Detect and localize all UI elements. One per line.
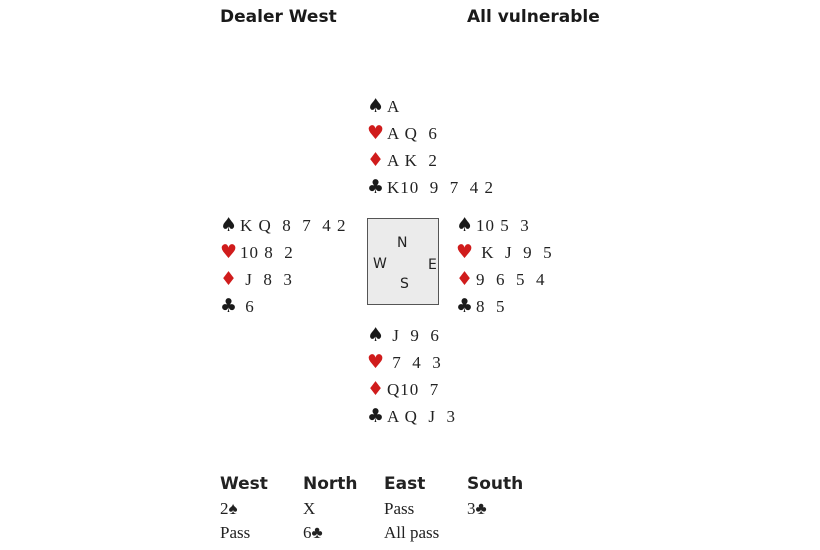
auction-header: East	[384, 474, 426, 494]
north-hearts-cards: A Q 6	[387, 124, 438, 143]
east-diamonds-cards: 9 6 5 4	[476, 270, 546, 289]
east-diamonds-row: ♦9 6 5 4	[456, 266, 553, 293]
club-suit-icon: ♣	[220, 295, 239, 317]
auction-bid: Pass	[384, 499, 415, 518]
south-clubs-cards: A Q J 3	[387, 407, 456, 426]
north-diamonds-cards: A K 2	[387, 151, 438, 170]
compass-box: N W E S	[367, 218, 439, 305]
club-suit-icon: ♣	[367, 405, 386, 427]
north-spades-row: ♠A	[367, 93, 494, 120]
south-diamonds-row: ♦Q10 7	[367, 376, 456, 403]
east-spades-row: ♠10 5 3	[456, 212, 553, 239]
south-diamonds-cards: Q10 7	[387, 380, 440, 399]
hand-north: ♠A♥A Q 6♦A K 2♣K10 9 7 4 2	[367, 93, 494, 201]
auction-bid: All pass	[384, 523, 440, 542]
auction-bid: X	[303, 499, 316, 518]
auction-header: West	[220, 474, 268, 494]
diamond-suit-icon: ♦	[367, 149, 386, 171]
west-hearts-cards: 10 8 2	[240, 243, 294, 262]
east-spades-cards: 10 5 3	[476, 216, 530, 235]
north-clubs-row: ♣K10 9 7 4 2	[367, 174, 494, 201]
compass-south: S	[400, 276, 409, 292]
north-spades-cards: A	[387, 97, 401, 116]
east-clubs-row: ♣8 5	[456, 293, 553, 320]
south-clubs-row: ♣A Q J 3	[367, 403, 456, 430]
south-hearts-row: ♥ 7 4 3	[367, 349, 456, 376]
diamond-suit-icon: ♦	[220, 268, 239, 290]
compass-north: N	[397, 235, 408, 251]
auction-header: South	[467, 474, 524, 494]
hand-east: ♠10 5 3♥ K J 9 5♦9 6 5 4♣8 5	[456, 212, 553, 320]
auction-bid: 2♠	[220, 499, 238, 518]
north-clubs-cards: K10 9 7 4 2	[387, 178, 495, 197]
auction-column-south: South 3♣	[467, 472, 549, 521]
heart-suit-icon: ♥	[367, 122, 386, 144]
spade-suit-icon: ♠	[367, 324, 386, 346]
club-suit-icon: ♣	[367, 176, 386, 198]
diamond-suit-icon: ♦	[456, 268, 475, 290]
heart-suit-icon: ♥	[456, 241, 475, 263]
hand-west: ♠K Q 8 7 4 2♥10 8 2♦ J 8 3♣ 6	[220, 212, 347, 320]
west-spades-cards: K Q 8 7 4 2	[240, 216, 347, 235]
spade-suit-icon: ♠	[456, 214, 475, 236]
west-clubs-row: ♣ 6	[220, 293, 347, 320]
east-hearts-cards: K J 9 5	[476, 243, 553, 262]
east-hearts-row: ♥ K J 9 5	[456, 239, 553, 266]
east-clubs-cards: 8 5	[476, 297, 506, 316]
heart-suit-icon: ♥	[220, 241, 239, 263]
compass-east: E	[428, 257, 437, 273]
south-spades-row: ♠ J 9 6	[367, 322, 456, 349]
west-spades-row: ♠K Q 8 7 4 2	[220, 212, 347, 239]
spade-suit-icon: ♠	[367, 95, 386, 117]
spade-suit-icon: ♠	[220, 214, 239, 236]
auction-bid: 6♣	[303, 523, 323, 542]
vulnerability-label: All vulnerable	[467, 7, 600, 27]
west-hearts-row: ♥10 8 2	[220, 239, 347, 266]
compass-west: W	[373, 256, 387, 272]
diamond-suit-icon: ♦	[367, 378, 386, 400]
club-suit-icon: ♣	[456, 295, 475, 317]
auction-bid: 3♣	[467, 499, 487, 518]
auction-bid: Pass	[220, 523, 251, 542]
west-clubs-cards: 6	[240, 297, 255, 316]
heart-suit-icon: ♥	[367, 351, 386, 373]
auction-column-west: West 2♠ Pass	[220, 472, 302, 545]
south-hearts-cards: 7 4 3	[387, 353, 442, 372]
hand-south: ♠ J 9 6♥ 7 4 3♦Q10 7♣A Q J 3	[367, 322, 456, 430]
auction-header: North	[303, 474, 358, 494]
west-diamonds-cards: J 8 3	[240, 270, 293, 289]
dealer-label: Dealer West	[220, 7, 337, 27]
north-hearts-row: ♥A Q 6	[367, 120, 494, 147]
south-spades-cards: J 9 6	[387, 326, 440, 345]
west-diamonds-row: ♦ J 8 3	[220, 266, 347, 293]
north-diamonds-row: ♦A K 2	[367, 147, 494, 174]
